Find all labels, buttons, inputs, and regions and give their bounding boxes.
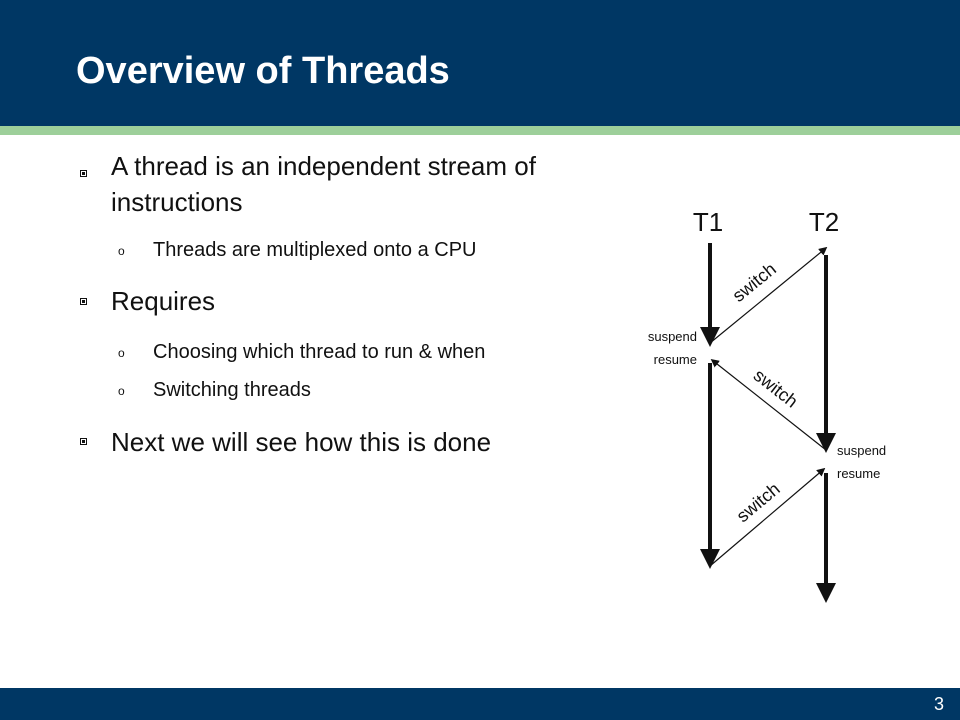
circle-bullet-icon: o — [118, 346, 125, 360]
thread-switch-diagram: T1 T2 switch switch switch suspend resum… — [648, 207, 886, 603]
circle-bullet-icon: o — [118, 244, 125, 258]
switch-arrow — [710, 358, 827, 451]
sub-bullet-text: Choosing which thread to run & when — [153, 341, 486, 363]
suspend-label: suspend — [648, 329, 697, 344]
switch-arrow — [709, 467, 826, 567]
page-number: 3 — [933, 694, 944, 714]
switch-label: switch — [733, 479, 784, 526]
sub-bullet-text: Threads are multiplexed onto a CPU — [153, 239, 477, 261]
slide-title: Overview of Threads — [76, 50, 450, 92]
footer-bar: 3 — [0, 688, 960, 720]
resume-label: resume — [837, 466, 880, 481]
square-bullet-icon — [80, 170, 87, 177]
thread-label-t2: T2 — [809, 207, 839, 237]
switch-arrow — [709, 246, 828, 344]
bullet-text: A thread is an independent stream of ins… — [111, 151, 536, 217]
circle-bullet-icon: o — [118, 384, 125, 398]
switch-label: switch — [728, 259, 779, 306]
switch-label: switch — [750, 365, 802, 412]
sub-bullet-text: Switching threads — [153, 379, 311, 401]
accent-stripe — [0, 126, 960, 135]
suspend-label: suspend — [837, 443, 886, 458]
title-bar: Overview of Threads — [0, 0, 960, 126]
bullet-text: Next we will see how this is done — [111, 427, 492, 457]
square-bullet-icon — [80, 298, 87, 305]
bullet-text: Requires — [111, 286, 216, 316]
thread-label-t1: T1 — [693, 207, 723, 237]
square-bullet-icon — [80, 438, 87, 445]
resume-label: resume — [654, 352, 697, 367]
